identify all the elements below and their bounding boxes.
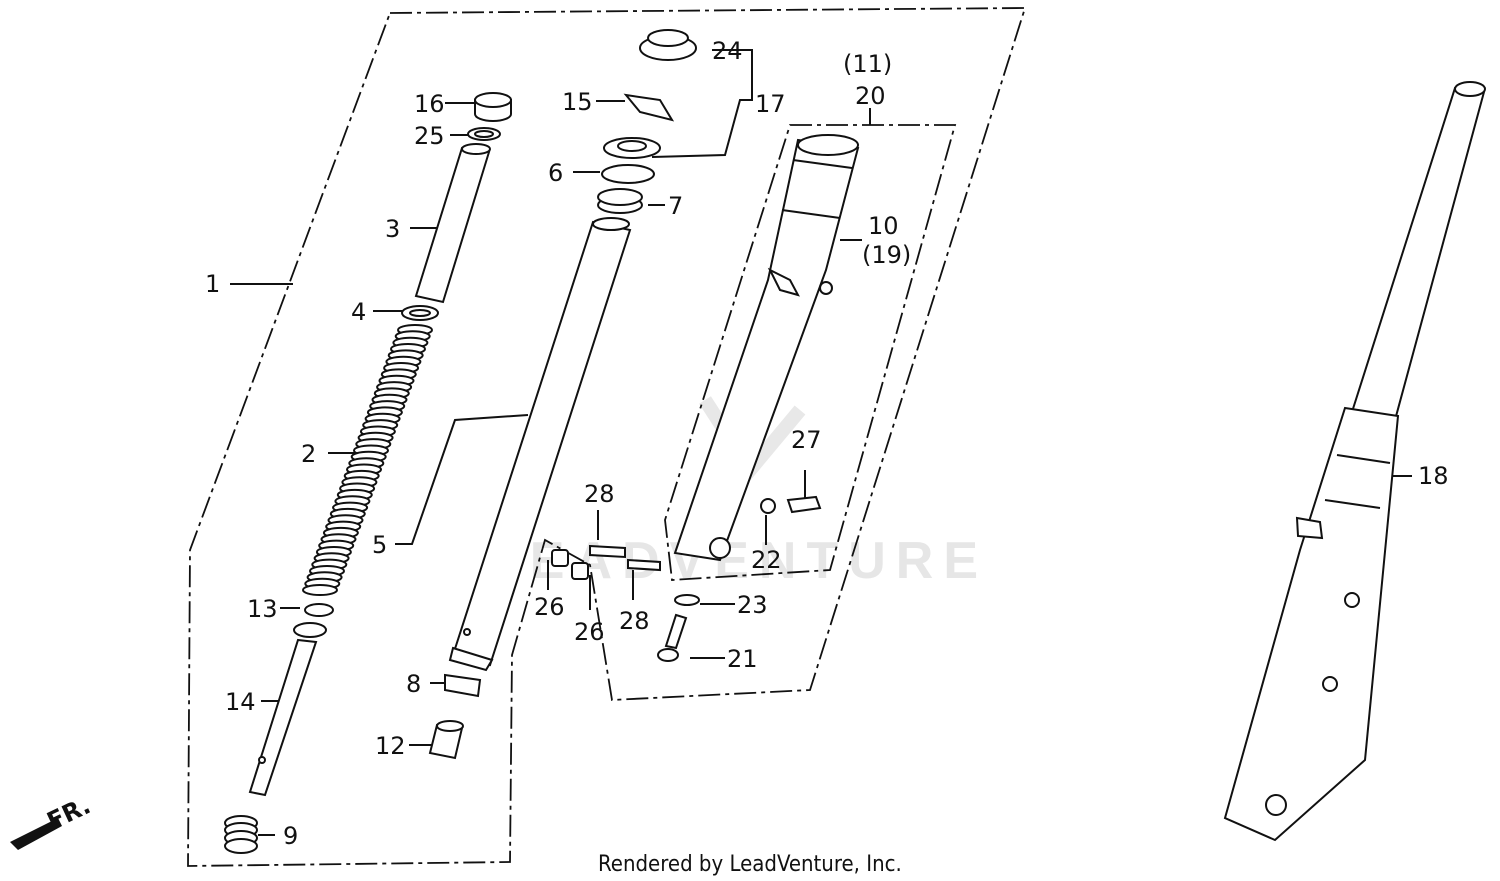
callout-17: 17 [755,90,786,118]
part-24-dust-seal [639,29,697,61]
part-22-washer [760,498,776,514]
footer-credit: Rendered by LeadVenture, Inc. [598,852,902,877]
callout-1: 1 [205,270,220,298]
front-direction-indicator: FR. [10,791,95,850]
callout-9: 9 [283,822,298,850]
callout-21: 21 [727,645,758,673]
callout-3: 3 [385,215,400,243]
part-17-oil-seal [603,137,661,159]
callout-6: 6 [548,159,563,187]
part-26-cap-a [551,549,569,567]
part-16-cap-bolt [474,92,512,122]
callout-14: 14 [225,688,256,716]
part-7-slide-metal [597,188,643,214]
callout-24: 24 [712,37,743,65]
callout-27: 27 [791,426,822,454]
part-8-oil-lock [444,673,482,698]
callout-13: 13 [247,595,278,623]
part-2-spring [302,324,433,596]
callout-25: 25 [414,122,445,150]
callout-16: 16 [414,90,445,118]
part-21-socket-bolt [657,613,688,662]
callout-22: 22 [751,546,782,574]
part-18-fork-assembly [1223,81,1486,842]
spring-coil [302,584,338,596]
callout-20: 20 [855,82,886,110]
part-10-fork-slider [673,134,860,562]
part-6-backup-ring [601,164,655,184]
group-outline-slider [664,124,957,581]
part-9-rebound-spring [224,815,258,854]
part-5-fork-tube [448,217,632,672]
group-outline-main [187,7,1027,867]
part-3-spacer [414,143,491,304]
part-28-bolt-a [589,544,626,559]
callout-26b: 26 [574,618,605,646]
callout-7: 7 [668,192,683,220]
part-23-washer [674,594,700,606]
part-27-bolt [786,495,822,514]
callout-8: 8 [406,670,421,698]
callout-10: 10 [868,212,899,240]
callout-labels: 1 2 3 4 5 6 7 8 9 10 (11) 12 13 14 15 16… [205,37,1449,850]
part-28-bolt-b [627,558,661,572]
callout-18: 18 [1418,462,1449,490]
callout-5: 5 [372,531,387,559]
part-13-piston-ring [304,603,334,617]
callout-15: 15 [562,88,593,116]
callout-11: (11) [843,50,892,78]
watermark-text: LEADVENTURE [488,532,988,590]
part-26-cap-b [571,562,589,580]
arrow-left-icon [10,818,62,850]
callout-26a: 26 [534,593,565,621]
part-15-stopper-ring [623,93,675,122]
direction-label: FR. [43,791,95,835]
part-12-collar [428,720,464,760]
callout-12: 12 [375,732,406,760]
callout-19: (19) [862,241,911,269]
callout-23: 23 [737,591,768,619]
callout-4: 4 [351,298,366,326]
callout-28b: 28 [619,607,650,635]
callout-2: 2 [301,440,316,468]
part-14-damper-rod [248,622,327,797]
callout-28a: 28 [584,480,615,508]
